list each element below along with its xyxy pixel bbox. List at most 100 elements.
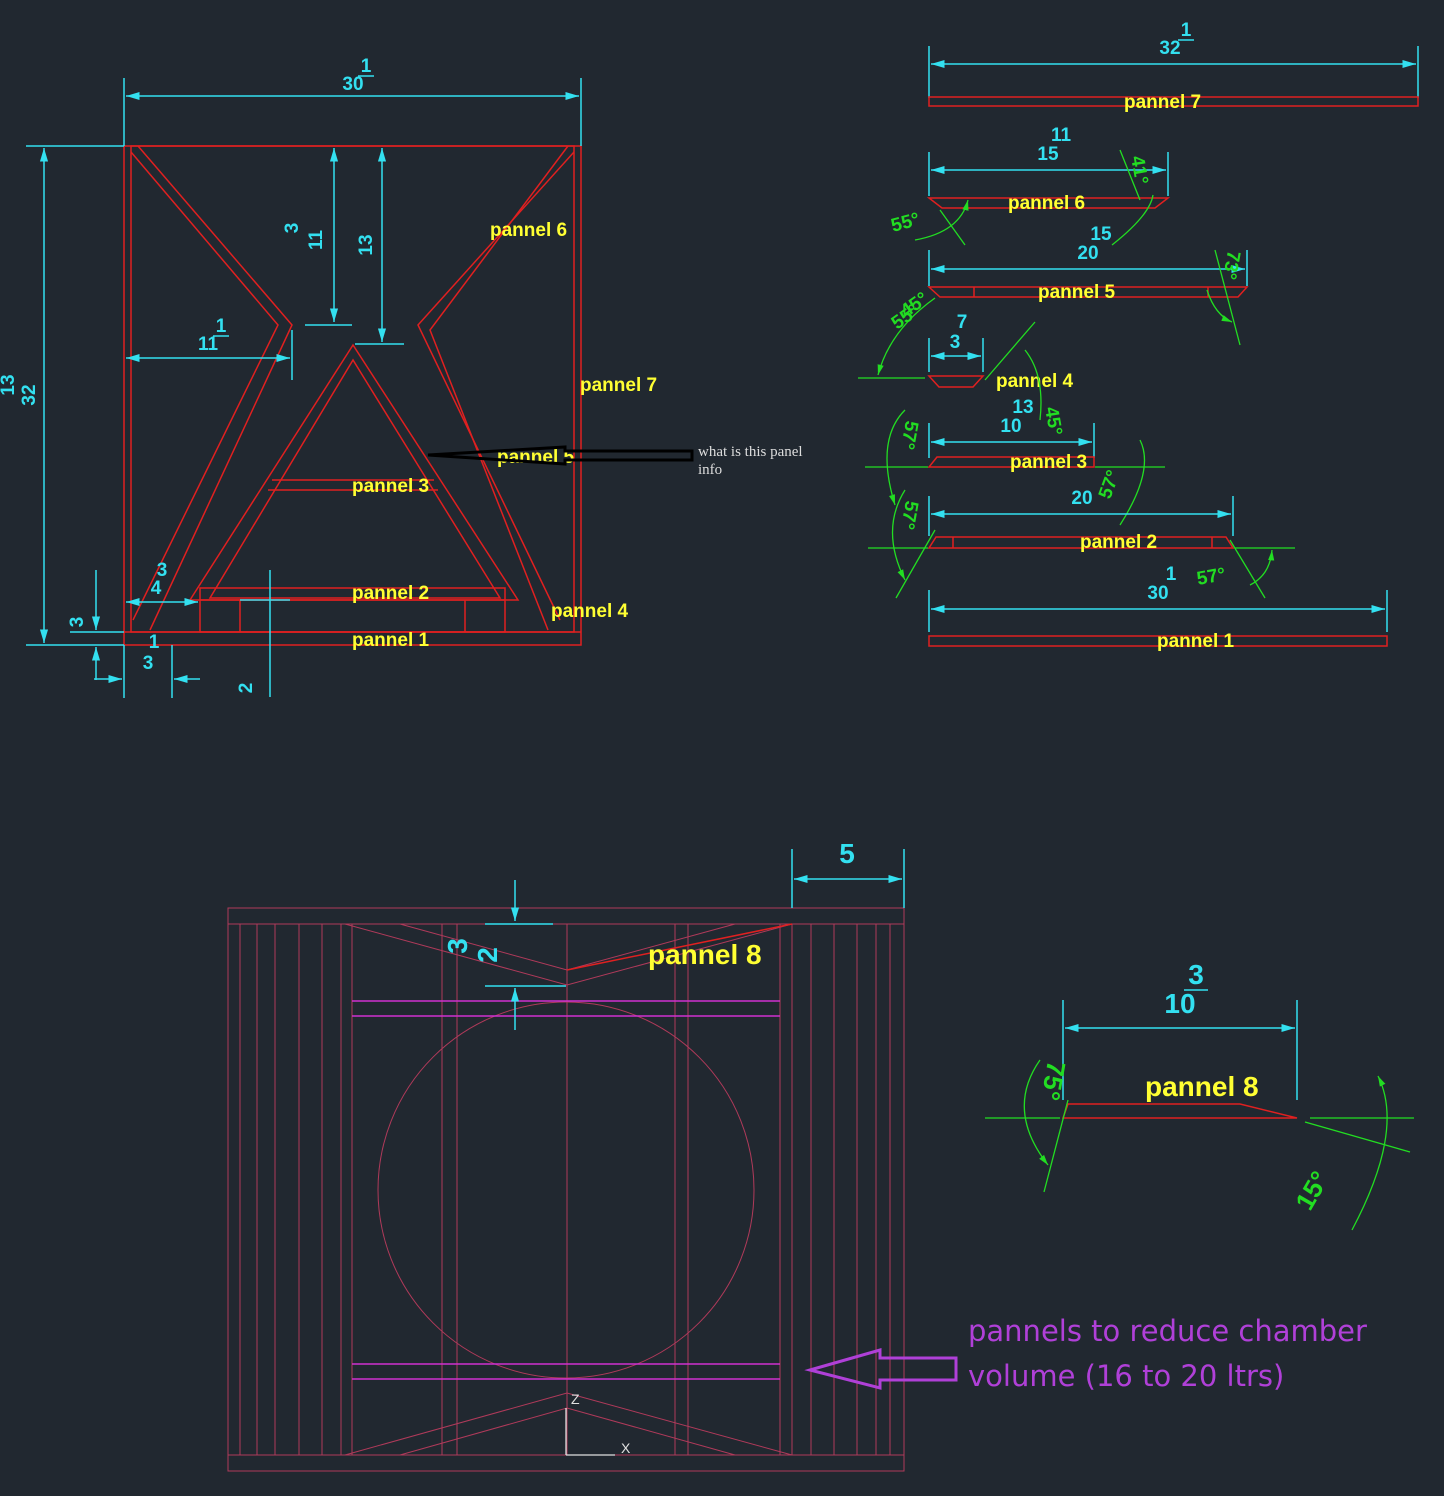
ucs-x: X	[621, 1440, 631, 1456]
label-pannel-1: pannel 1	[352, 630, 430, 651]
panel-6-dim-whole: 15	[1037, 144, 1059, 165]
dim-5-value: 5	[839, 838, 855, 869]
panel-3-label: pannel 3	[1010, 452, 1087, 473]
panel-1-detail: 30 1 pannel 1	[928, 564, 1388, 652]
dim-small-whole: 2	[236, 683, 257, 694]
left-baffle	[130, 145, 293, 631]
reducer-note-line-1: pannels to reduce chamber	[968, 1314, 1367, 1348]
panel-8-angle-right: 15°	[1289, 1166, 1335, 1215]
panel-7-dim-num: 1	[1181, 20, 1192, 41]
dim-width-num: 1	[361, 56, 372, 77]
panel-3-detail: 10 13 pannel 3 57° 57°	[865, 397, 1165, 526]
dim-upper-gap-num: 3	[282, 223, 303, 234]
top-view-pannel-8-label: pannel 8	[648, 939, 762, 970]
panel-5-dim-num: 15	[1090, 224, 1112, 245]
dim-throat-whole: 11	[198, 334, 219, 355]
panel-8-angle-left: 75°	[1035, 1059, 1071, 1103]
annotation-line-2: info	[698, 462, 722, 478]
dim-base-height: 3	[67, 570, 124, 680]
side-strips-right	[779, 924, 891, 1455]
panel-8-dim-whole: 10	[1164, 988, 1195, 1019]
panel-6-angle-left: 55°	[889, 209, 922, 237]
label-pannel-4: pannel 4	[551, 601, 629, 622]
panel-5-detail: 20 15 pannel 5 55° 45° 73°	[858, 224, 1249, 379]
dim-base-height-whole: 3	[67, 617, 88, 628]
reducer-note-arrow: pannels to reduce chamber volume (16 to …	[804, 1314, 1367, 1393]
panel-8-dim-num: 3	[1188, 959, 1204, 990]
top-view: 5 2 3 pannel 8 pannels to reduce chamber…	[227, 838, 1367, 1472]
panel-6-dim-num: 11	[1051, 125, 1072, 146]
panel-4-detail: 3 7 pannel 4 45°	[927, 312, 1074, 437]
dim-throat: 11 1	[126, 316, 293, 380]
panel-7-detail: 32 1 pannel 7	[928, 20, 1419, 113]
panel-3-angle-right: 57°	[1095, 468, 1125, 502]
volume-reducer-panels	[352, 1000, 780, 1380]
panel-6-angle-right: 41°	[1126, 154, 1152, 186]
annotation-arrow: what is this panel info	[427, 444, 803, 478]
annotation-line-1: what is this panel	[698, 444, 803, 460]
dim-small: 2	[236, 570, 290, 697]
panel-4-angle-right: 45°	[1040, 405, 1066, 437]
dim-top-bevel-whole: 2	[472, 947, 503, 963]
panel-6-label: pannel 6	[1008, 193, 1085, 214]
panel-2-label: pannel 2	[1080, 532, 1157, 553]
ucs-icon: Z X	[565, 1391, 631, 1456]
dim-5: 5	[791, 838, 905, 908]
panel-4-dim-whole: 3	[950, 332, 961, 353]
panel-2-angle-left: 57°	[896, 499, 922, 531]
panel-7-label: pannel 7	[1124, 92, 1201, 113]
panel-4-dim-num: 7	[957, 312, 968, 333]
dim-width-whole: 30	[342, 74, 363, 95]
ucs-z: Z	[571, 1391, 580, 1407]
panel-4-label: pannel 4	[996, 371, 1074, 392]
panel-3-angle-left: 57°	[896, 419, 922, 451]
panel-5-label: pannel 5	[1038, 282, 1116, 303]
dim-height: 32 13	[0, 145, 124, 646]
dim-throat-num: 1	[216, 316, 227, 337]
panel-6-detail: 15 11 pannel 6 55° 41°	[889, 125, 1171, 246]
bottom-bevel	[344, 1392, 793, 1456]
panel-8-detail: 10 3 pannel 8 75° 15°	[985, 959, 1414, 1231]
dim-height-whole: 32	[19, 384, 40, 405]
side-strips-left	[239, 924, 353, 1455]
dim-port-num: 3	[157, 560, 168, 581]
dim-top-bevel-num: 3	[442, 938, 473, 954]
dim-base-width-whole: 3	[143, 653, 154, 674]
dim-upper-gap: 11 3	[282, 148, 352, 326]
dim-height-num: 13	[0, 374, 19, 395]
panel-5-angle-right: 73°	[1218, 249, 1244, 281]
reducer-note-line-2: volume (16 to 20 ltrs)	[968, 1359, 1284, 1393]
dim-top-bevel: 2 3	[442, 880, 566, 1030]
dim-base-width: 3 1	[94, 632, 200, 698]
center-triangle	[188, 343, 520, 601]
panel-5-dim-whole: 20	[1077, 243, 1098, 264]
dim-port: 4 3	[126, 560, 198, 607]
panel-3-dim-num: 13	[1012, 397, 1033, 418]
dim-upper-gap-whole: 11	[306, 230, 327, 251]
panel-8-label: pannel 8	[1145, 1071, 1259, 1102]
label-pannel-2: pannel 2	[352, 583, 429, 604]
dim-width: 30 1	[123, 56, 582, 146]
panel-list: 32 1 pannel 7 15 11 pannel 6 55° 41°	[858, 20, 1419, 652]
inner-strips	[441, 924, 689, 1455]
top-bevel	[344, 923, 793, 986]
panel-2-angle-right: 57°	[1195, 564, 1227, 590]
panel-3-dim-whole: 10	[1000, 416, 1021, 437]
panel-7-dim-whole: 32	[1159, 38, 1180, 59]
front-view: 30 1 32 13 11 3 13 11 1	[0, 56, 803, 698]
panel-1-label: pannel 1	[1157, 631, 1235, 652]
driver-cutout	[377, 1001, 755, 1379]
label-pannel-3: pannel 3	[352, 476, 429, 497]
right-baffle	[417, 145, 575, 631]
panel-2-detail: 20 pannel 2 57° 57°	[868, 488, 1295, 599]
dim-13: 13	[355, 148, 404, 345]
panel-2-dim: 20	[1071, 488, 1092, 509]
panel-1-dim-num: 1	[1166, 564, 1177, 585]
label-pannel-6: pannel 6	[490, 220, 567, 241]
dim-13-value: 13	[356, 234, 377, 255]
dim-port-whole: 4	[151, 578, 162, 599]
label-pannel-7: pannel 7	[580, 375, 657, 396]
dim-base-width-num: 1	[149, 632, 160, 653]
panel-1-dim-whole: 30	[1147, 583, 1168, 604]
